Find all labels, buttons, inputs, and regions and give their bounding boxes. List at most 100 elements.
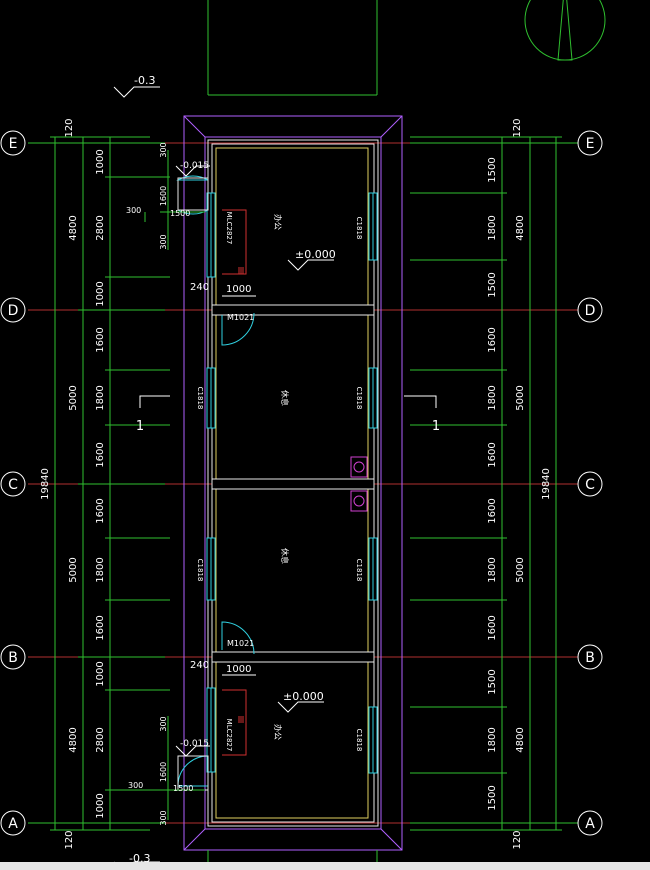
- dim-left-outer: 4800: [68, 727, 79, 752]
- window-label: C1818: [355, 387, 363, 410]
- dim-right-inner: 1600: [487, 498, 498, 523]
- dim-total-right: 19840: [541, 468, 552, 500]
- axis-label-right: D: [585, 303, 596, 319]
- porch-dim: 1600: [159, 762, 168, 782]
- room-label: 办公: [273, 724, 283, 740]
- dim-right-inner: 1800: [487, 557, 498, 582]
- porch-dim: 300: [126, 206, 141, 215]
- door-opening-upper: 1000: [226, 284, 251, 295]
- dim-right-inner: 1800: [487, 215, 498, 240]
- dim-right-inner: 1500: [487, 785, 498, 810]
- axis-label-left: D: [8, 303, 19, 319]
- axis-label-right: A: [585, 816, 595, 832]
- dim-left-inner: 2800: [95, 727, 106, 752]
- dim-right-inner: 1500: [487, 157, 498, 182]
- porch-dim: 300: [159, 716, 168, 731]
- window-label: C1818: [196, 559, 204, 582]
- partitions: [211, 304, 375, 663]
- level-outside-bottom: -0.3: [129, 852, 150, 865]
- sink-icon: [350, 456, 368, 512]
- room-label: 办公: [273, 214, 283, 230]
- dim-total-left: 19840: [40, 468, 51, 500]
- dimension-lines-left: [50, 136, 170, 831]
- dim-right-edge-top: 120: [512, 118, 523, 137]
- section-marks: [139, 395, 437, 408]
- axis-label-left: B: [8, 650, 18, 666]
- porch-dim: 300: [159, 234, 168, 249]
- axis-bubbles-right: [577, 130, 603, 836]
- wall-thickness-lower: 240: [190, 660, 209, 671]
- door-label-lower: M1021: [227, 639, 254, 648]
- axis-label-left: E: [9, 136, 18, 152]
- axis-label-right: C: [585, 477, 595, 493]
- dim-right-inner: 1500: [487, 669, 498, 694]
- dim-right-outer: 5000: [515, 385, 526, 410]
- dim-right-inner: 1600: [487, 442, 498, 467]
- stair-marks: [222, 209, 247, 756]
- window-label: C1818: [355, 559, 363, 582]
- north-arrow-icon: [524, 0, 606, 61]
- porch-dim: 1600: [159, 186, 168, 206]
- axis-bubbles-left: [0, 130, 26, 836]
- road-top: [207, 0, 378, 96]
- dim-left-edge-bottom: 120: [64, 830, 75, 849]
- dim-left-inner: 1000: [95, 793, 106, 818]
- dim-left-inner: 1600: [95, 615, 106, 640]
- window-label: C1818: [355, 729, 363, 752]
- dim-left-inner: 1000: [95, 661, 106, 686]
- room-label: 休息: [280, 548, 290, 564]
- porch-dim: 1500: [170, 209, 190, 218]
- level-room-bottom: ±0.000: [283, 690, 324, 703]
- dim-right-edge-bottom: 120: [512, 830, 523, 849]
- dimension-lines-right: [410, 136, 562, 831]
- dim-right-inner: 1600: [487, 327, 498, 352]
- porch-dim: 300: [159, 810, 168, 825]
- section-mark-left: 1: [136, 419, 144, 434]
- dim-left-outer: 5000: [68, 557, 79, 582]
- axis-label-left: A: [8, 816, 18, 832]
- dim-right-outer: 4800: [515, 215, 526, 240]
- level-step-bottom: -0.015: [180, 739, 209, 749]
- dim-left-inner: 1600: [95, 442, 106, 467]
- door-label-upper: M1021: [227, 313, 254, 322]
- dim-left-outer: 4800: [68, 215, 79, 240]
- window-sills-left: [210, 193, 374, 773]
- dim-left-inner: 1000: [95, 281, 106, 306]
- road-bottom: [207, 850, 378, 862]
- porch-dim: 300: [128, 781, 143, 790]
- axis-label-left: C: [8, 477, 18, 493]
- dim-right-inner: 1800: [487, 385, 498, 410]
- room-label: 休息: [280, 390, 290, 406]
- section-mark-right: 1: [432, 419, 440, 434]
- dim-left-inner: 1600: [95, 498, 106, 523]
- axis-label-right: E: [586, 136, 595, 152]
- level-outside-top: -0.3: [134, 74, 155, 87]
- dim-right-inner: 1600: [487, 615, 498, 640]
- dim-left-inner: 1000: [95, 149, 106, 174]
- dim-left-edge-top: 120: [64, 118, 75, 137]
- window-label: C1818: [355, 217, 363, 240]
- roof-outline: [183, 115, 403, 851]
- dim-left-inner: 1800: [95, 385, 106, 410]
- dim-left-outer: 5000: [68, 385, 79, 410]
- dim-right-inner: 1500: [487, 272, 498, 297]
- dim-right-outer: 4800: [515, 727, 526, 752]
- window-label: MLC2827: [225, 719, 233, 752]
- axis-label-right: B: [585, 650, 595, 666]
- status-bar: [0, 862, 650, 870]
- window-label: MLC2827: [225, 212, 233, 245]
- dim-left-inner: 1800: [95, 557, 106, 582]
- dim-right-inner: 1800: [487, 727, 498, 752]
- wall-thickness-upper: 240: [190, 282, 209, 293]
- dim-left-inner: 1600: [95, 327, 106, 352]
- dim-left-inner: 2800: [95, 215, 106, 240]
- porch-dim-lines: [144, 150, 205, 820]
- porch-dim: 1500: [173, 784, 193, 793]
- level-room-top: ±0.000: [295, 248, 336, 261]
- window-label: C1818: [196, 387, 204, 410]
- door-opening-lower: 1000: [226, 664, 251, 675]
- level-step-top: -0.015: [180, 161, 209, 171]
- dim-right-outer: 5000: [515, 557, 526, 582]
- porch-dim: 300: [159, 142, 168, 157]
